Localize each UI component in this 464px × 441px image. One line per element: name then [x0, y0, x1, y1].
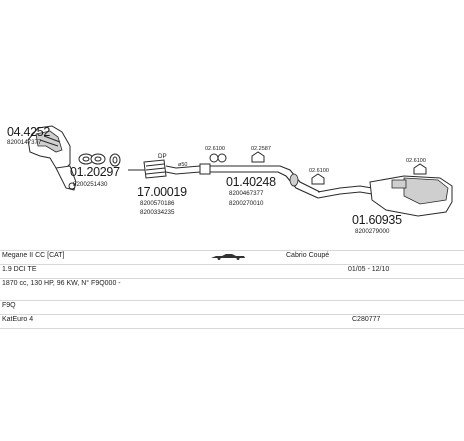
rubber-mount-icon[interactable]: [413, 163, 427, 175]
info-row-model: Megane II CC [CAT] Cabrio Coupé: [0, 250, 464, 261]
middle-ref-1: 8200467377: [229, 190, 264, 197]
engine-code: F9Q: [2, 302, 16, 309]
exhaust-diagram: 04.4252 8200147377 01.20297 8200251430 D…: [7, 125, 453, 235]
rubber-mount-icon[interactable]: [311, 173, 325, 185]
info-row-specs: 1870 cc, 130 HP, 96 KW, N° F9Q000 -: [0, 278, 464, 289]
rear-ref: 8200279000: [355, 228, 390, 235]
front-pipe-ref-2: 8200334235: [140, 209, 175, 216]
catalyst-ref: 8200147377: [7, 139, 42, 146]
vehicle-specs: 1870 cc, 130 HP, 96 KW, N° F9Q000 -: [2, 280, 121, 287]
clamp-icon[interactable]: [109, 153, 121, 167]
mount-4-number: 02.6100: [406, 158, 426, 164]
info-row-code: F9Q: [0, 300, 464, 311]
car-cabrio-icon: [211, 254, 245, 260]
middle-pipe-icon[interactable]: [199, 163, 321, 199]
info-row-end: [0, 328, 464, 339]
catalog-number: C280777: [352, 316, 381, 323]
rear-part-number: 01.60935: [352, 213, 402, 227]
middle-ref-2: 8200270010: [229, 200, 264, 207]
pipe-label: DP: [158, 153, 167, 160]
catalyst-icon[interactable]: [27, 125, 77, 191]
rubber-mount-icon[interactable]: [251, 151, 265, 163]
rubber-mount-icon[interactable]: [209, 153, 227, 163]
clamp-size-label: ø50: [178, 162, 187, 168]
gasket-part-number: 01.20297: [70, 165, 120, 179]
gasket-ref: 8200251430: [73, 181, 108, 188]
flexpipe-icon[interactable]: [128, 159, 201, 179]
vehicle-model: Megane II CC [CAT]: [2, 252, 65, 259]
mount-2-number: 02.2587: [251, 146, 271, 152]
emission-class: KatEuro 4: [2, 316, 34, 323]
info-row-engine: 1.9 DCI TE 01/05 - 12/10: [0, 264, 464, 275]
vehicle-period: 01/05 - 12/10: [348, 266, 390, 273]
silencer-icon[interactable]: [317, 175, 453, 217]
catalyst-part-number: 04.4252: [7, 125, 50, 139]
vehicle-body: Cabrio Coupé: [286, 252, 330, 259]
mount-1-number: 02.6100: [205, 146, 225, 152]
gasket-icon[interactable]: [78, 153, 106, 165]
middle-part-number: 01.40248: [226, 175, 276, 189]
vehicle-engine: 1.9 DCI TE: [2, 266, 37, 273]
front-pipe-ref-1: 8200570186: [140, 200, 175, 207]
mount-3-number: 02.6100: [309, 168, 329, 174]
front-pipe-part-number: 17.00019: [137, 185, 187, 199]
info-row-emission: KatEuro 4 C280777: [0, 314, 464, 325]
